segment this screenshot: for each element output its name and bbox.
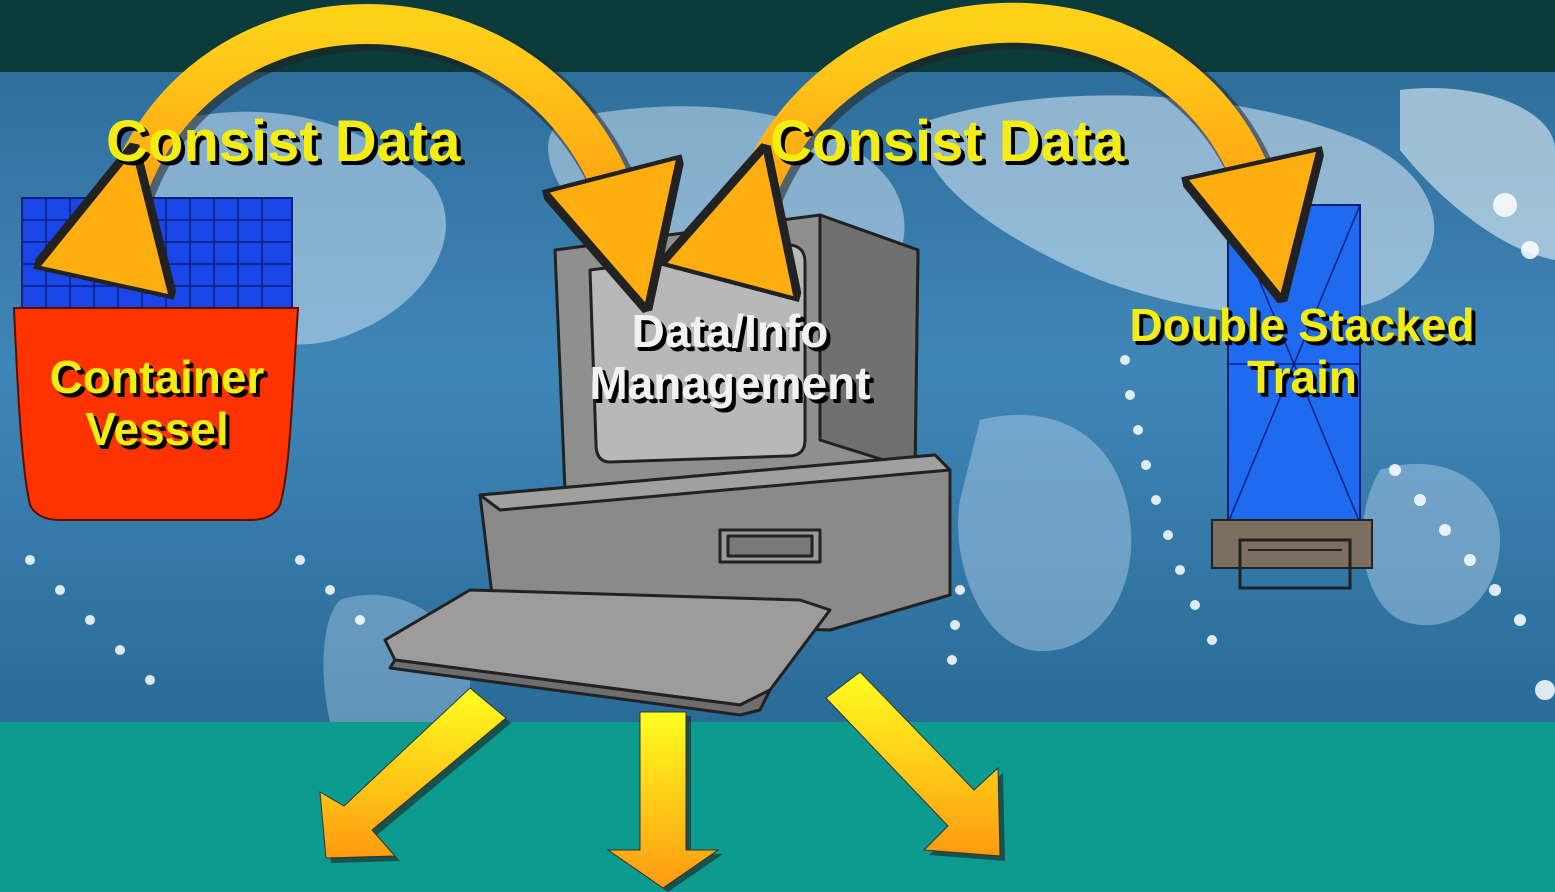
container-vessel-label: Container Vessel: [0, 351, 314, 455]
output-arrow-center: [606, 711, 723, 892]
output-arrow-right: [825, 671, 1005, 861]
container-vessel-label-line1: Container: [49, 351, 265, 403]
consist-data-label-left: Consist Data: [106, 109, 461, 174]
output-arrow-left: [319, 687, 511, 863]
consist-data-label-right: Consist Data: [770, 109, 1125, 174]
curved-arrow: [744, 2, 1264, 228]
curved-arrow: [116, 4, 626, 228]
train-label-line1: Double Stacked: [1129, 299, 1475, 351]
train-label: Double Stacked Train: [1052, 299, 1552, 403]
container-vessel-label-line2: Vessel: [85, 402, 229, 455]
bottom-band: [0, 722, 1555, 892]
computer-label-line2: Management: [589, 356, 871, 409]
computer-label-line1: Data/Info: [631, 305, 829, 357]
consist-arrows-left: [116, 4, 630, 232]
computer-label: Data/Info Management: [500, 305, 960, 409]
train-label-line2: Train: [1247, 350, 1357, 403]
consist-arrows-right: [744, 2, 1268, 232]
